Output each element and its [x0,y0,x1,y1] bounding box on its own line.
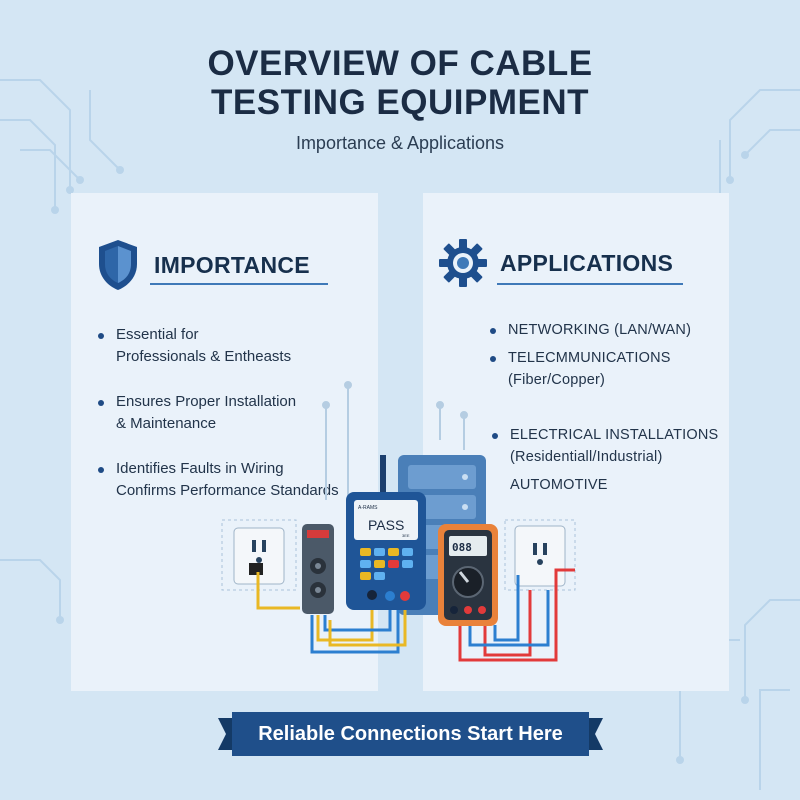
importance-item-1-line-1: Essential for [116,326,199,343]
importance-item-2: Ensures Proper Installation & Maintenanc… [98,391,297,435]
applications-item-4: AUTOMOTIVE [510,474,608,496]
shield-icon [99,240,137,290]
importance-item-3: Identifies Faults in Wiring Confirms Per… [98,458,339,502]
gear-icon [439,239,487,287]
bullet-dot [98,467,104,473]
tagline-banner: Reliable Connections Start Here [218,712,603,756]
page-subtitle: Importance & Applications [295,133,505,153]
applications-item-1: NETWORKING (LAN/WAN) [490,319,692,341]
applications-heading: APPLICATIONS [500,249,674,276]
bullet-dot [98,333,104,339]
bullet-dot [490,356,496,362]
bullet-dot [98,400,104,406]
applications-item-3: ELECTRICAL INSTALLATIONS (Residentiall/I… [492,424,719,468]
importance-item-3-line-2: Confirms Performance Standards [116,482,339,499]
applications-item-2: TELECMMUNICATIONS (Fiber/Copper) [490,347,671,391]
importance-underline [150,283,328,285]
importance-item-1: Essential for Professionals & Entheasts [98,324,292,368]
applications-item-4-text: AUTOMOTIVE [510,477,608,493]
page-title: OVERVIEW OF CABLE TESTING EQUIPMENT [0,44,800,122]
applications-item-3-line-1: ELECTRICAL INSTALLATIONS [510,427,719,443]
importance-item-3-line-1: Identifies Faults in Wiring [116,460,284,477]
applications-item-2-line-2: (Fiber/Copper) [508,372,606,388]
bullet-dot [490,328,496,334]
applications-item-2-line-1: TELECMMUNICATIONS [508,350,671,366]
banner-text: Reliable Connections Start Here [258,722,563,745]
importance-item-2-line-1: Ensures Proper Installation [116,393,297,410]
importance-heading: IMPORTANCE [154,251,310,278]
applications-item-3-line-2: (Residentiall/Industrial) [510,449,663,465]
applications-item-1-text: NETWORKING (LAN/WAN) [508,322,692,338]
title-line-2: TESTING EQUIPMENT [211,83,589,122]
applications-header: APPLICATIONS [438,238,673,288]
applications-underline [497,283,683,285]
title-line-1: OVERVIEW OF CABLE [207,44,593,83]
importance-item-2-line-2: & Maintenance [116,415,217,432]
bullet-dot [492,433,498,439]
importance-header: IMPORTANCE [96,238,310,292]
importance-item-1-line-2: Professionals & Entheasts [116,348,292,365]
banner-ribbon [218,712,603,756]
